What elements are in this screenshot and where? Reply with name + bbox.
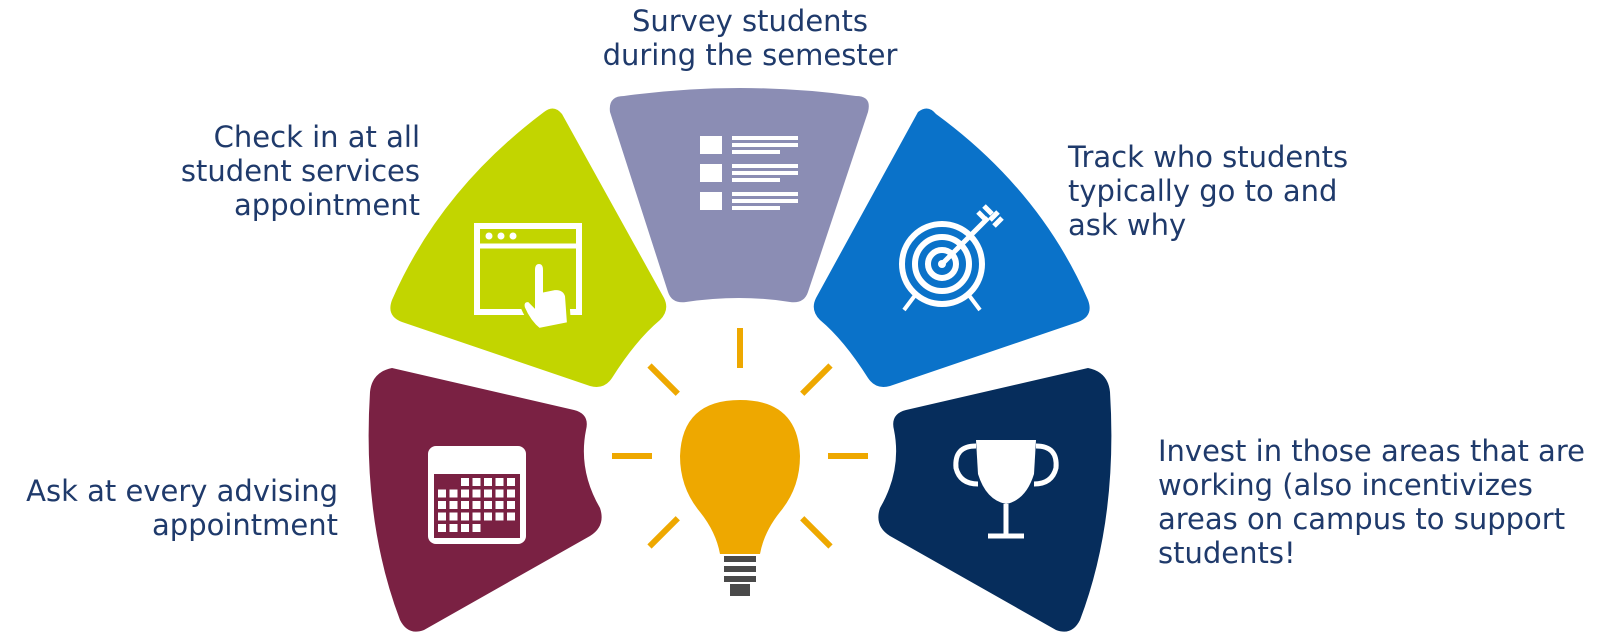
label-advising-line-1: Ask at every advising	[26, 474, 338, 508]
calendar-day	[449, 524, 458, 532]
calendar-day	[495, 478, 504, 486]
label-advising-line-2: appointment	[152, 508, 338, 542]
calendar-day	[461, 524, 469, 532]
calendar-day	[461, 512, 469, 521]
label-invest-line-2: working (also incentivizes	[1158, 468, 1533, 502]
label-track-line-3: ask why	[1068, 208, 1187, 242]
calendar-day	[438, 512, 446, 521]
calendar-day	[484, 512, 492, 521]
calendar-day	[461, 501, 469, 509]
target-icon	[899, 204, 1004, 312]
calendar-day	[438, 524, 446, 532]
label-check-in-line-1: Check in at all	[213, 120, 420, 154]
calendar-day	[472, 512, 481, 521]
calendar-day	[449, 501, 458, 509]
label-track-line-2: typically go to and	[1068, 174, 1338, 208]
calendar-day	[495, 501, 504, 509]
light-ray	[647, 363, 680, 396]
calendar-day	[449, 489, 458, 498]
calendar-day	[461, 478, 469, 486]
light-ray	[800, 516, 833, 549]
label-survey-line-1: Survey students	[631, 4, 869, 38]
calendar-day	[438, 489, 446, 498]
calendar-day	[461, 489, 469, 498]
trophy-icon	[953, 440, 1059, 539]
calendar-day	[472, 489, 481, 498]
label-invest: Invest in those areas that are working (…	[1158, 434, 1608, 570]
calendar-day	[507, 501, 515, 509]
segment-track	[813, 108, 1090, 387]
label-survey: Survey students during the semester	[560, 4, 940, 72]
lightbulb-icon	[612, 328, 868, 596]
calendar-day	[484, 489, 492, 498]
calendar-day	[484, 501, 492, 509]
label-advising: Ask at every advising appointment	[10, 474, 338, 542]
label-check-in-line-2: student services	[180, 154, 420, 188]
calendar-day	[449, 512, 458, 521]
label-invest-line-4: students!	[1158, 536, 1296, 570]
click-window-icon	[474, 223, 582, 333]
calendar-day	[472, 524, 481, 532]
calendar-day	[484, 478, 492, 486]
calendar-day	[438, 501, 446, 509]
label-invest-line-1: Invest in those areas that are	[1158, 434, 1585, 468]
calendar-day	[472, 501, 481, 509]
label-check-in-line-3: appointment	[234, 188, 420, 222]
label-track: Track who students typically go to and a…	[1068, 140, 1408, 242]
calendar-day	[495, 512, 504, 521]
segment-invest	[878, 368, 1112, 632]
calendar-icon	[428, 446, 526, 544]
light-ray	[800, 363, 833, 396]
calendar-day	[507, 512, 515, 521]
calendar-day	[507, 489, 515, 498]
label-invest-line-3: areas on campus to support	[1158, 502, 1566, 536]
label-track-line-1: Track who students	[1068, 140, 1349, 174]
calendar-day	[495, 489, 504, 498]
light-ray	[647, 516, 680, 549]
calendar-day	[507, 478, 515, 486]
label-check-in: Check in at all student services appoint…	[130, 120, 420, 222]
checklist-icon	[700, 136, 798, 210]
calendar-day	[472, 478, 481, 486]
label-survey-line-2: during the semester	[602, 38, 898, 72]
